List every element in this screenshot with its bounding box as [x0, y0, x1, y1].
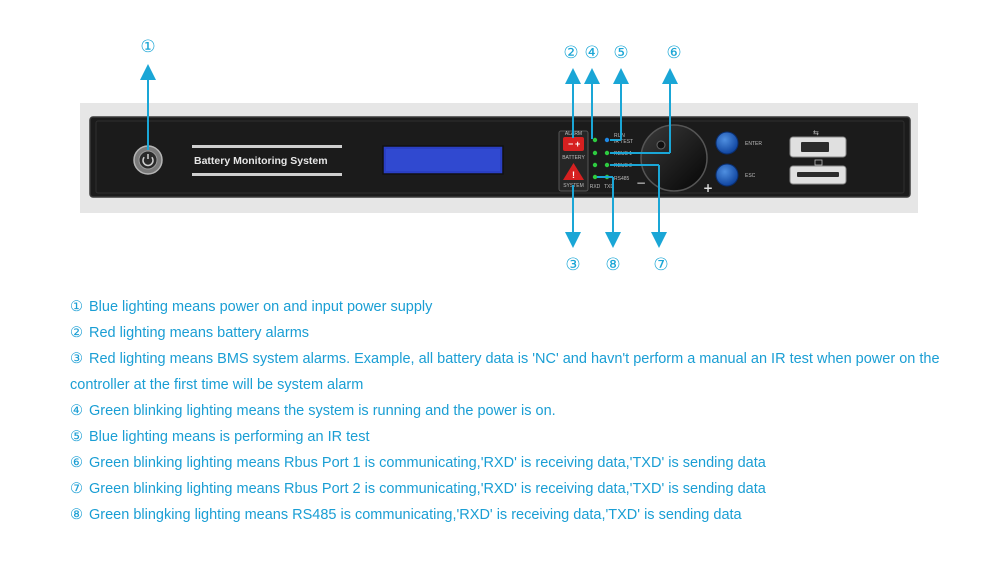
led-rbus1-txd [604, 150, 610, 156]
title-stripe-bottom [192, 173, 342, 176]
knob-plus-icon: + [703, 181, 713, 195]
title-stripe-top [192, 145, 342, 148]
rxd-label: RXD [590, 184, 601, 190]
legend-text: Blue lighting means is performing an IR … [89, 429, 370, 445]
led-label-run: RUN [614, 133, 625, 139]
enter-label: ENTER [745, 141, 762, 147]
callout-4: ④ [584, 43, 599, 63]
power-icon [142, 154, 154, 167]
callout-6: ⑥ [666, 43, 681, 63]
svg-text:+: + [575, 139, 580, 149]
enter-button[interactable] [715, 131, 739, 155]
led-rs485-rxd [592, 174, 598, 180]
esc-label: ESC [745, 173, 756, 179]
callout-5: ⑤ [613, 43, 628, 63]
sd-card-icon [814, 159, 823, 166]
legend-text: Green blinking lighting means Rbus Port … [89, 481, 766, 497]
front-panel-diagram: Battery Monitoring System ALARM − + BATT… [80, 37, 918, 275]
legend-marker: ③ [70, 351, 83, 367]
legend: ① Blue lighting means power on and input … [70, 294, 970, 528]
legend-marker: ⑧ [70, 507, 83, 523]
svg-text:BATTERY: BATTERY [562, 155, 585, 161]
txd-label: TXD [604, 184, 614, 190]
callout-8: ⑧ [605, 255, 620, 275]
legend-item-2: ② Red lighting means battery alarms [70, 320, 970, 346]
knob-minus-icon: − [636, 176, 646, 190]
usb-icon: ⇆ [813, 129, 819, 137]
legend-item-8: ⑧ Green blingking lighting means RS485 is… [70, 502, 970, 528]
callout-arrows-top [140, 64, 678, 154]
callout-2: ② [563, 43, 578, 63]
legend-marker: ⑦ [70, 481, 83, 497]
legend-text: Blue lighting means power on and input p… [89, 299, 433, 315]
svg-text:!: ! [572, 170, 575, 180]
legend-marker: ② [70, 325, 83, 341]
callout-3: ③ [565, 255, 580, 275]
led-rbus2-txd [604, 162, 610, 168]
legend-marker: ④ [70, 403, 83, 419]
svg-text:−: − [568, 139, 573, 149]
battery-alarm-led [563, 137, 584, 151]
alarm-indicator-block: ALARM − + BATTERY ! SYSTEM [558, 130, 589, 192]
callout-arrows-bottom [565, 164, 667, 248]
legend-marker: ① [70, 299, 83, 315]
system-alarm-led: ! [563, 163, 584, 180]
led-rbus2-rxd [592, 162, 598, 168]
legend-text: Red lighting means battery alarms [89, 325, 310, 341]
led-label-rs485: RS485 [614, 176, 630, 182]
led-rbus1-rxd [592, 150, 598, 156]
usb-port[interactable]: ⇆ [789, 129, 847, 158]
legend-item-5: ⑤ Blue lighting means is performing an IR… [70, 424, 970, 450]
legend-text: Green blinking lighting means the system… [89, 403, 556, 419]
panel-title: Battery Monitoring System [194, 155, 328, 167]
legend-text: Red lighting means BMS system alarms. Ex… [70, 351, 940, 393]
legend-text: Green blingking lighting means RS485 is … [89, 507, 742, 523]
esc-button[interactable] [715, 163, 739, 187]
legend-item-6: ⑥ Green blinking lighting means Rbus Port… [70, 450, 970, 476]
callout-7: ⑦ [653, 255, 668, 275]
legend-item-7: ⑦ Green blinking lighting means Rbus Port… [70, 476, 970, 502]
led-label-ir-test: IR TEST [614, 139, 633, 145]
rotary-knob[interactable]: − + [636, 124, 713, 195]
legend-item-4: ④ Green blinking lighting means the syste… [70, 398, 970, 424]
legend-marker: ⑥ [70, 455, 83, 471]
led-run [592, 137, 598, 143]
legend-text: Green blinking lighting means Rbus Port … [89, 455, 766, 471]
power-button[interactable] [133, 145, 163, 175]
sd-card-slot[interactable] [789, 159, 847, 185]
callout-1: ① [140, 37, 155, 57]
led-ir-test [604, 137, 610, 143]
legend-marker: ⑤ [70, 429, 83, 445]
legend-item-1: ① Blue lighting means power on and input … [70, 294, 970, 320]
